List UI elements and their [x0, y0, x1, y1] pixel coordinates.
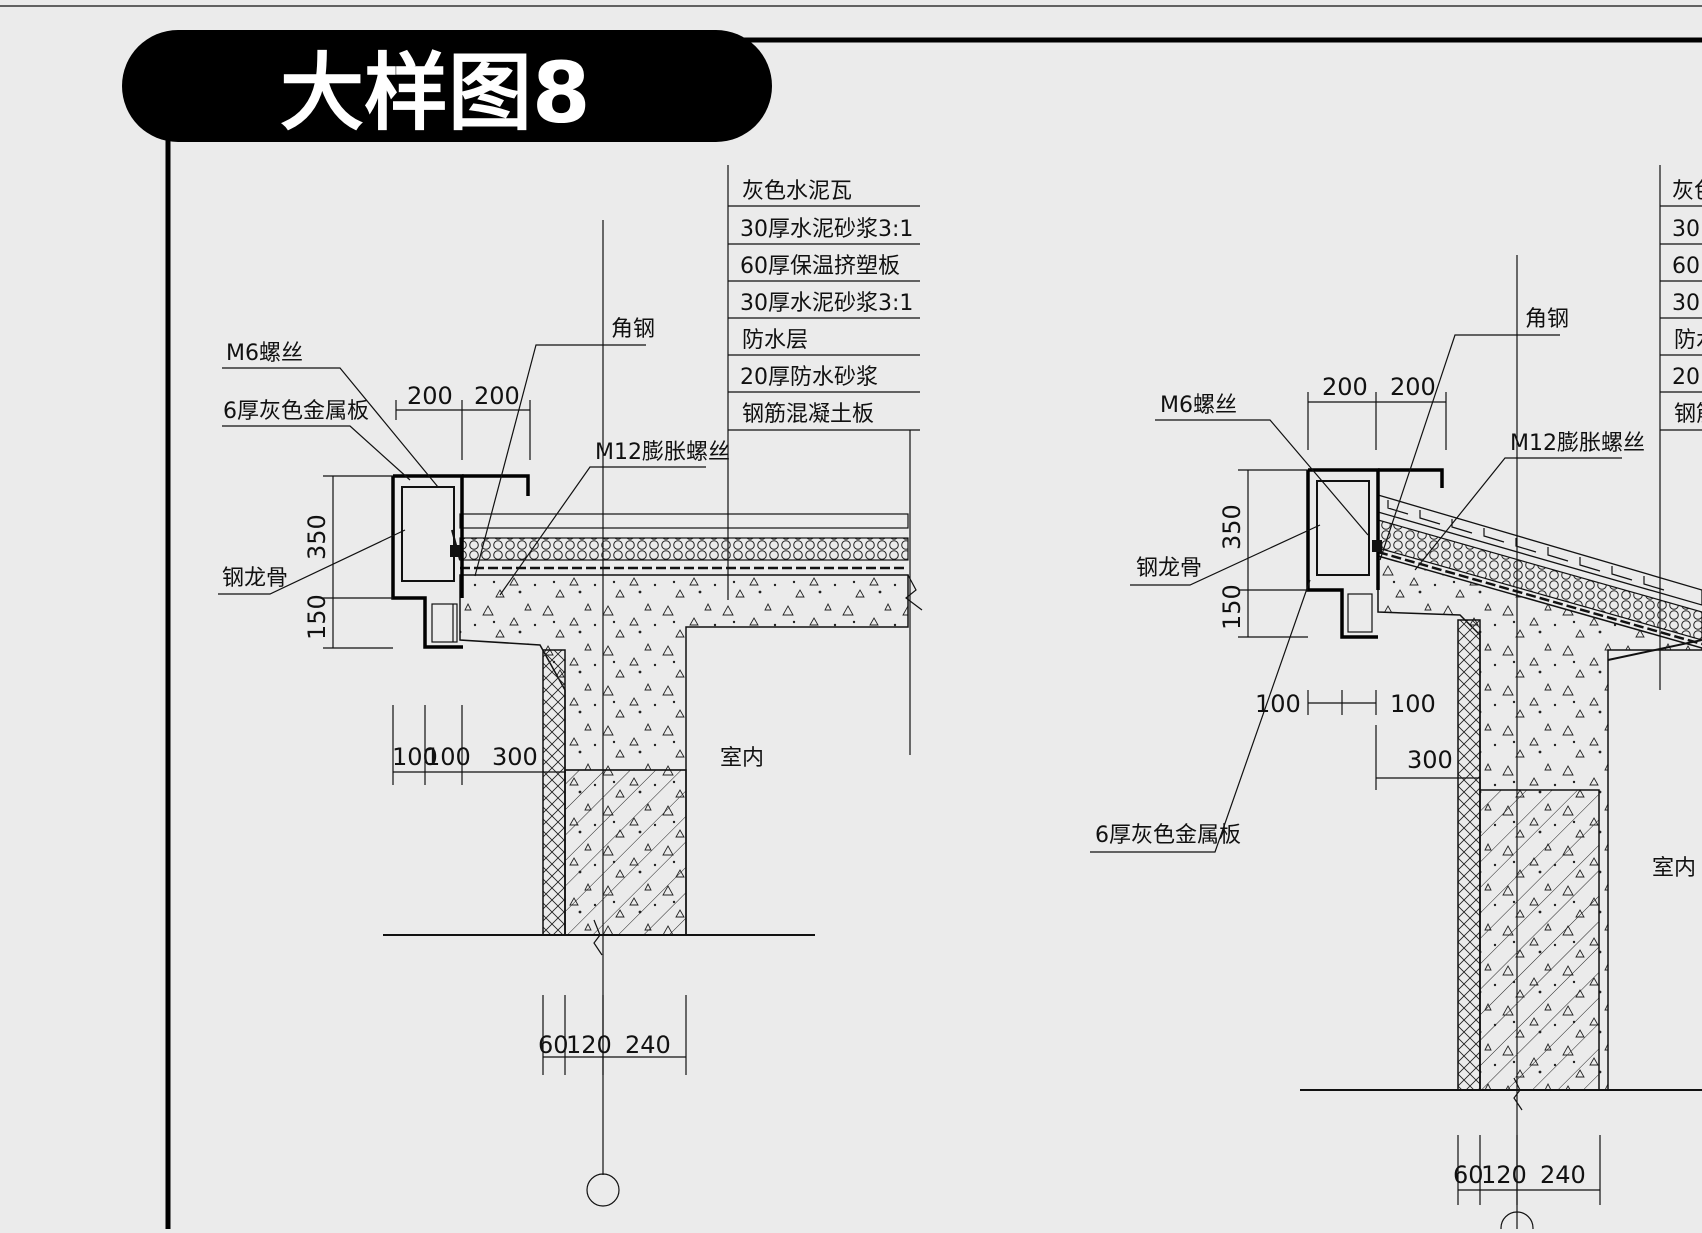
layer-label-7: 钢筋混凝土板 — [742, 402, 874, 427]
dim-w-b: 120 — [566, 1031, 612, 1059]
callout-plate: 6厚灰色金属板 — [223, 399, 369, 424]
dim-w-a: 60 — [538, 1031, 569, 1059]
right-metal-fascia — [1306, 470, 1378, 639]
dim-b-c: 300 — [492, 743, 538, 771]
right-callout-plate: 6厚灰色金属板 — [1095, 823, 1241, 848]
right-dim-v-a: 350 — [1218, 504, 1246, 550]
title-banner — [122, 30, 772, 142]
right-brick-wall — [1479, 789, 1600, 1091]
callout-angle: 角钢 — [611, 317, 655, 342]
insulation-wall-layer — [542, 649, 566, 936]
right-layer-label-5: 防水 — [1674, 328, 1702, 353]
layer-label-1: 灰色水泥瓦 — [742, 179, 852, 204]
metal-fascia — [391, 476, 463, 649]
dim-top-a: 200 — [407, 382, 453, 410]
brick-wall — [564, 769, 687, 936]
right-layer-label-2: 30 — [1672, 217, 1700, 242]
right-callout-m12: M12膨胀螺丝 — [1510, 431, 1645, 456]
layer-label-4: 30厚水泥砂浆3:1 — [740, 291, 913, 316]
right-dim-v-b: 150 — [1218, 584, 1246, 630]
dim-v-a: 350 — [303, 514, 331, 560]
dim-b-a: 100 — [392, 743, 438, 771]
layer-label-2: 30厚水泥砂浆3:1 — [740, 217, 913, 242]
callout-m12: M12膨胀螺丝 — [595, 440, 730, 465]
callout-m6: M6螺丝 — [226, 341, 303, 366]
right-dim-w-b: 120 — [1481, 1161, 1527, 1189]
right-dim-top-a: 200 — [1322, 373, 1368, 401]
layer-label-3: 60厚保温挤塑板 — [740, 254, 900, 279]
right-dim-b-a: 100 — [1255, 690, 1301, 718]
right-detail: 灰色 30 60 30 防水 20 钢筋 200 200 — [1090, 165, 1702, 1233]
page-title: 大样图8 — [280, 44, 590, 142]
right-layer-label-7: 钢筋 — [1674, 402, 1702, 427]
callout-keel: 钢龙骨 — [222, 566, 288, 591]
dim-w-c: 240 — [625, 1031, 671, 1059]
dim-v-b: 150 — [303, 594, 331, 640]
right-callout-m6: M6螺丝 — [1160, 393, 1237, 418]
right-callout-angle: 角钢 — [1525, 307, 1569, 332]
right-layer-label-1: 灰色 — [1672, 179, 1702, 204]
right-layer-label-4: 30 — [1672, 291, 1700, 316]
right-callout-keel: 钢龙骨 — [1136, 556, 1202, 581]
left-detail: 灰色水泥瓦 30厚水泥砂浆3:1 60厚保温挤塑板 30厚水泥砂浆3:1 防水层… — [218, 165, 923, 1207]
layer-label-6: 20厚防水砂浆 — [740, 365, 878, 390]
right-dim-b-c: 300 — [1407, 746, 1453, 774]
callout-interior: 室内 — [720, 746, 764, 771]
layer-label-5: 防水层 — [742, 328, 808, 353]
right-layer-label-3: 60 — [1672, 254, 1700, 279]
right-dim-b-b: 100 — [1390, 690, 1436, 718]
right-insulation-wall — [1457, 619, 1481, 1091]
dim-top-b: 200 — [474, 382, 520, 410]
right-dim-w-c: 240 — [1540, 1161, 1586, 1189]
right-callout-interior: 室内 — [1652, 856, 1696, 881]
roof-tile-layer — [459, 513, 909, 529]
right-dim-w-a: 60 — [1453, 1161, 1484, 1189]
right-layer-label-6: 20 — [1672, 365, 1700, 390]
right-dim-top-b: 200 — [1390, 373, 1436, 401]
axis-bubble — [586, 1173, 620, 1207]
dim-b-b: 100 — [425, 743, 471, 771]
